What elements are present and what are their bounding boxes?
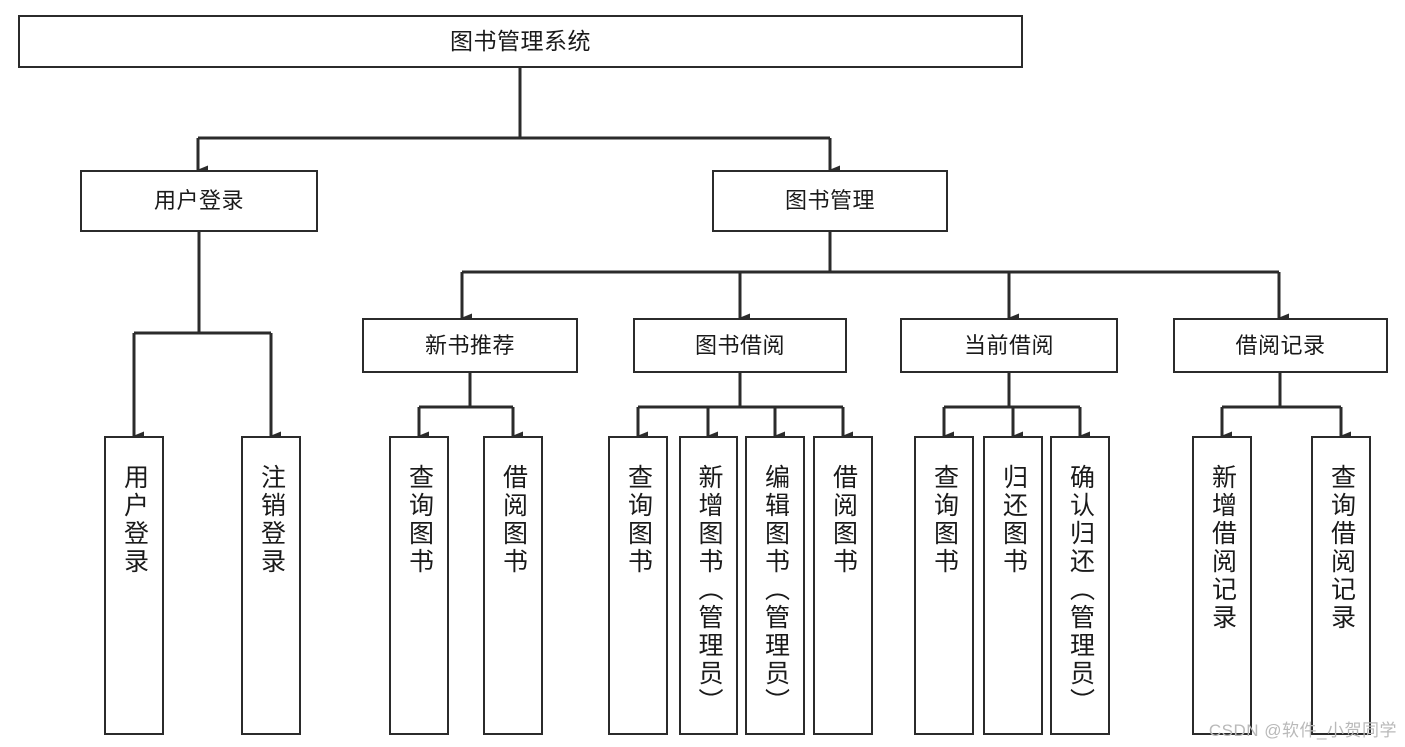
node-current-borrow[interactable]: 当前借阅 <box>900 318 1118 373</box>
node-book-borrow-label: 图书借阅 <box>694 332 785 358</box>
node-leaf-edit-book[interactable]: 编辑图书（管理员） <box>745 436 805 735</box>
node-leaf-add-book[interactable]: 新增图书（管理员） <box>679 436 738 735</box>
node-new-book-rec-label: 新书推荐 <box>424 332 515 358</box>
node-leaf-logout-label: 注销登录 <box>257 464 286 576</box>
node-leaf-query-book-borrow-label: 查询图书 <box>624 464 653 576</box>
node-leaf-user-login-label: 用户登录 <box>120 464 149 576</box>
node-leaf-borrow-book[interactable]: 借阅图书 <box>813 436 873 735</box>
node-root[interactable]: 图书管理系统 <box>18 15 1023 68</box>
node-leaf-borrow-book-rec-label: 借阅图书 <box>499 464 528 576</box>
node-book-manage-label: 图书管理 <box>784 188 875 214</box>
node-leaf-user-login[interactable]: 用户登录 <box>104 436 164 735</box>
node-leaf-borrow-book-label: 借阅图书 <box>829 464 858 576</box>
node-leaf-edit-book-label: 编辑图书（管理员） <box>761 464 790 716</box>
node-leaf-add-record[interactable]: 新增借阅记录 <box>1192 436 1252 735</box>
node-leaf-logout[interactable]: 注销登录 <box>241 436 301 735</box>
node-leaf-confirm-return[interactable]: 确认归还（管理员） <box>1050 436 1110 735</box>
node-leaf-add-book-label: 新增图书（管理员） <box>695 464 723 716</box>
node-leaf-query-book-rec-label: 查询图书 <box>405 464 434 576</box>
node-current-borrow-label: 当前借阅 <box>963 332 1054 358</box>
edges <box>132 68 1351 441</box>
node-borrow-record[interactable]: 借阅记录 <box>1173 318 1388 373</box>
node-new-book-rec[interactable]: 新书推荐 <box>362 318 578 373</box>
node-leaf-query-record-label: 查询借阅记录 <box>1327 464 1356 632</box>
node-book-borrow[interactable]: 图书借阅 <box>633 318 847 373</box>
node-leaf-confirm-return-label: 确认归还（管理员） <box>1066 464 1095 716</box>
node-leaf-query-book-borrow[interactable]: 查询图书 <box>608 436 668 735</box>
node-leaf-query-book-rec[interactable]: 查询图书 <box>389 436 449 735</box>
node-leaf-return-book[interactable]: 归还图书 <box>983 436 1043 735</box>
node-root-label: 图书管理系统 <box>450 28 591 55</box>
node-user-login[interactable]: 用户登录 <box>80 170 318 232</box>
csdn-watermark: CSDN @软件_小贺同学 <box>1208 721 1397 740</box>
node-book-manage[interactable]: 图书管理 <box>712 170 948 232</box>
node-user-login-label: 用户登录 <box>153 188 244 214</box>
node-leaf-query-record[interactable]: 查询借阅记录 <box>1311 436 1371 735</box>
node-leaf-add-record-label: 新增借阅记录 <box>1208 464 1237 632</box>
node-leaf-query-book-cur[interactable]: 查询图书 <box>914 436 974 735</box>
node-leaf-return-book-label: 归还图书 <box>999 464 1028 576</box>
node-leaf-query-book-cur-label: 查询图书 <box>930 464 959 576</box>
node-leaf-borrow-book-rec[interactable]: 借阅图书 <box>483 436 543 735</box>
node-borrow-record-label: 借阅记录 <box>1235 332 1326 358</box>
